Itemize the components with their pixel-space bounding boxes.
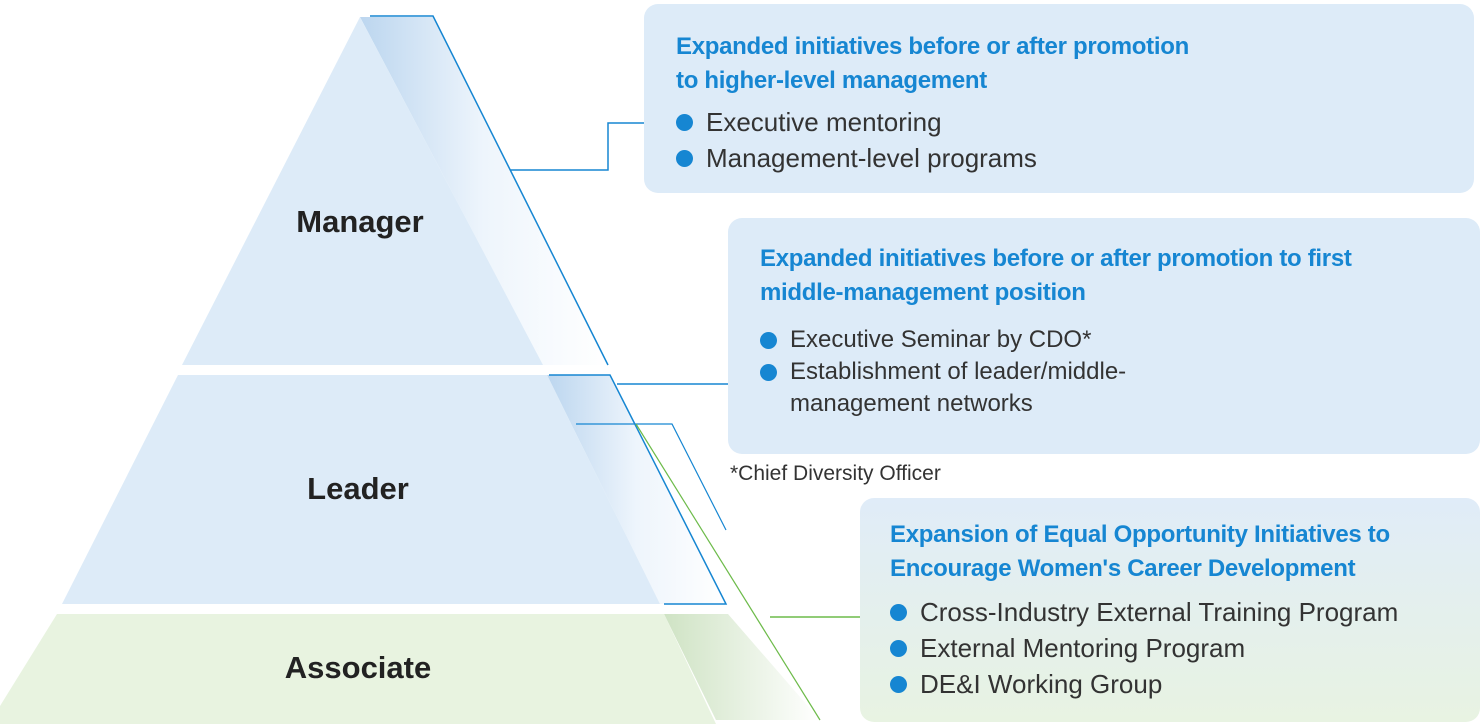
higher-management-title: Expanded initiatives before or after pro… bbox=[676, 33, 1189, 94]
associate-tier bbox=[0, 614, 716, 724]
equal-opportunity-title: Expansion of Equal Opportunity Initiativ… bbox=[890, 521, 1390, 582]
manager-side-face bbox=[360, 17, 608, 365]
tier-label-manager: Manager bbox=[296, 204, 424, 239]
equal-opportunity-list: Cross-Industry External Training Program… bbox=[890, 594, 1480, 702]
list-item: Cross-Industry External Training Program bbox=[890, 594, 1480, 630]
bullet-dot-icon bbox=[890, 604, 907, 621]
bullet-dot-icon bbox=[890, 676, 907, 693]
connector-top bbox=[510, 122, 646, 171]
leader-tier bbox=[62, 375, 660, 604]
equal-opportunity-card: Expansion of Equal Opportunity Initiativ… bbox=[860, 498, 1480, 722]
middle-management-title: Expanded initiatives before or after pro… bbox=[760, 245, 1352, 306]
list-item: Management-level programs bbox=[676, 140, 1474, 176]
leader-inner-line bbox=[576, 423, 727, 531]
middle-management-list: Executive Seminar by CDO* Establishment … bbox=[760, 324, 1480, 420]
bullet-dot-icon bbox=[676, 150, 693, 167]
manager-edge-line bbox=[370, 15, 609, 366]
list-item: Executive mentoring bbox=[676, 104, 1474, 140]
leader-edge-line bbox=[549, 374, 728, 605]
associate-edge-line bbox=[635, 423, 821, 721]
manager-tier bbox=[182, 17, 543, 365]
list-item: Executive Seminar by CDO* bbox=[760, 324, 1480, 356]
middle-management-card: Expanded initiatives before or after pro… bbox=[728, 218, 1480, 454]
bullet-dot-icon bbox=[760, 332, 777, 349]
list-item: External Mentoring Program bbox=[890, 630, 1480, 666]
list-item: DE&I Working Group bbox=[890, 666, 1480, 702]
bullet-dot-icon bbox=[676, 114, 693, 131]
higher-management-card: Expanded initiatives before or after pro… bbox=[644, 4, 1474, 193]
associate-side-face bbox=[664, 614, 820, 720]
footnote: *Chief Diversity Officer bbox=[730, 462, 941, 485]
bullet-dot-icon bbox=[760, 364, 777, 381]
list-item: Establishment of leader/middle-managemen… bbox=[760, 356, 1480, 420]
bullet-dot-icon bbox=[890, 640, 907, 657]
leader-side-face bbox=[547, 375, 726, 604]
tier-label-associate: Associate bbox=[284, 650, 432, 685]
tier-label-leader: Leader bbox=[307, 471, 409, 506]
higher-management-list: Executive mentoring Management-level pro… bbox=[676, 104, 1474, 176]
